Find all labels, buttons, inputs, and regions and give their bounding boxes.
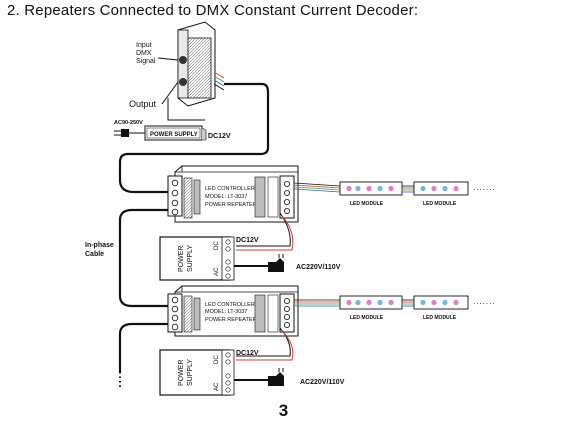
dmx-output-connector-icon bbox=[179, 78, 187, 86]
inphase-cable-link bbox=[118, 208, 168, 308]
row-1-led-module-label-1: LED MODULE bbox=[350, 201, 384, 207]
row-2-led-module-label-2: LED MODULE bbox=[423, 315, 457, 321]
svg-text:.......: ....... bbox=[473, 297, 496, 306]
page-heading: 2. Repeaters Connected to DMX Constant C… bbox=[7, 2, 419, 19]
led-module-row-1: ....... bbox=[339, 181, 496, 196]
ac-voltage-label-2: AC220V/110V bbox=[300, 379, 345, 386]
dmx-signal-cable bbox=[118, 82, 270, 194]
dmx-input-connector-icon bbox=[179, 56, 187, 64]
page-number: 3 bbox=[278, 401, 289, 420]
svg-text:AC: AC bbox=[214, 267, 220, 276]
controller-2-line-2: MODEL: LT-3037 bbox=[205, 309, 247, 315]
mains-voltage-label: AC90-250V bbox=[114, 120, 143, 126]
decoder-input-label-3: Signal bbox=[136, 58, 156, 65]
power-supply-1-label-2: SUPPLY bbox=[187, 245, 194, 272]
power-supply-2-label-2: SUPPLY bbox=[187, 359, 194, 386]
decoder-input-label-2: DMX bbox=[136, 50, 152, 57]
decoder-output-label: Output bbox=[129, 99, 157, 109]
controller-2-line-3: POWER REPEATER bbox=[205, 317, 257, 323]
row-1-led-module-label-2: LED MODULE bbox=[423, 201, 457, 207]
power-supply-2-label-1: POWER bbox=[178, 360, 185, 386]
decoder-input-label-1: Input bbox=[136, 42, 152, 49]
top-power-supply-label: POWER SUPPLY bbox=[150, 132, 198, 138]
svg-text:AC: AC bbox=[214, 382, 220, 391]
controller-2-line-1: LED CONTROLLER bbox=[205, 302, 255, 308]
dmx-decoder bbox=[177, 21, 225, 107]
top-dc12v-label: DC12V bbox=[208, 133, 231, 140]
power-supply-1-dc-label: DC12V bbox=[236, 237, 259, 244]
power-supply-2: POWER SUPPLY DC AC bbox=[159, 349, 235, 396]
controller-1-line-3: POWER REPEATER bbox=[205, 202, 257, 208]
led-module-row-2: ....... bbox=[339, 295, 496, 310]
controller-1-line-2: MODEL: LT-3037 bbox=[205, 194, 247, 200]
row-2-led-module-label-1: LED MODULE bbox=[350, 315, 384, 321]
mains-plug-1-icon bbox=[268, 254, 284, 272]
led-controller-2: LED CONTROLLER MODEL: LT-3037 POWER REPE… bbox=[167, 285, 299, 337]
svg-text:DC: DC bbox=[214, 241, 220, 250]
inphase-cable-label-1: In-phase bbox=[85, 242, 114, 249]
power-supply-2-dc-label: DC12V bbox=[236, 350, 259, 357]
mains-plug-2-icon bbox=[268, 368, 284, 386]
top-power-supply: POWER SUPPLY bbox=[144, 125, 207, 141]
inphase-cable-continue bbox=[118, 322, 168, 372]
inphase-cable-label-2: Cable bbox=[85, 251, 104, 258]
controller-1-line-1: LED CONTROLLER bbox=[205, 186, 255, 192]
mains-plug-icon bbox=[114, 129, 145, 137]
power-supply-1: POWER SUPPLY DC AC bbox=[159, 236, 235, 281]
led-controller-1: LED CONTROLLER MODEL: LT-3037 POWER REPE… bbox=[167, 165, 299, 223]
svg-text:DC: DC bbox=[214, 355, 220, 364]
svg-text:.......: ....... bbox=[473, 183, 496, 192]
ac-voltage-label-1: AC220V/110V bbox=[296, 264, 341, 271]
power-supply-1-label-1: POWER bbox=[178, 246, 185, 272]
